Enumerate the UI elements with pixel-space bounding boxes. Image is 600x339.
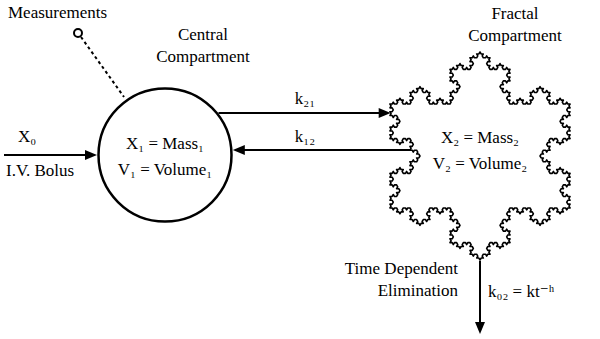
compartment-quantity: V₁ = Volume₁: [118, 157, 213, 183]
measurement-leader: [81, 37, 124, 97]
measurements-label: Measurements: [8, 2, 107, 24]
arrowhead: [233, 145, 245, 155]
bolus-arrow-line: [4, 154, 86, 156]
fractal-compartment: Fractal CompartmentX₂ = Mass₂V₂ = Volume…: [389, 52, 571, 260]
compartment-quantity: V₂ = Volume₂: [433, 151, 528, 177]
elimination-rate: k₀₂ = kt⁻ʰ: [488, 281, 554, 303]
elimination-arrow-line: [479, 261, 481, 323]
transfer-line: [244, 149, 410, 151]
bolus-label: I.V. Bolus: [6, 160, 74, 182]
compartment-circle: [99, 89, 232, 222]
transfer-arrow: [233, 145, 410, 155]
arrowhead: [379, 108, 391, 118]
elimination-label: Time Dependent Elimination: [288, 258, 458, 302]
bolus-arrowhead: [85, 150, 97, 160]
transfer-arrow: [218, 108, 390, 118]
rate-constant: k₁₂: [295, 126, 315, 148]
elimination-arrowhead: [475, 322, 485, 334]
central-compartment: Central CompartmentX₁ = Mass₁V₁ = Volume…: [97, 87, 233, 223]
transfer-line: [218, 112, 379, 114]
compartment-heading: Fractal Compartment: [455, 3, 575, 47]
koch-snowflake: [390, 52, 570, 260]
compartment-heading: Central Compartment: [148, 24, 258, 68]
dose-symbol: X₀: [18, 126, 36, 148]
measurement-point: [74, 29, 82, 37]
compartment-quantity: X₂ = Mass₂: [441, 125, 519, 151]
rate-constant: k₂₁: [295, 88, 315, 110]
circle-outline: [97, 87, 233, 223]
compartment-quantity: X₁ = Mass₁: [126, 131, 204, 157]
